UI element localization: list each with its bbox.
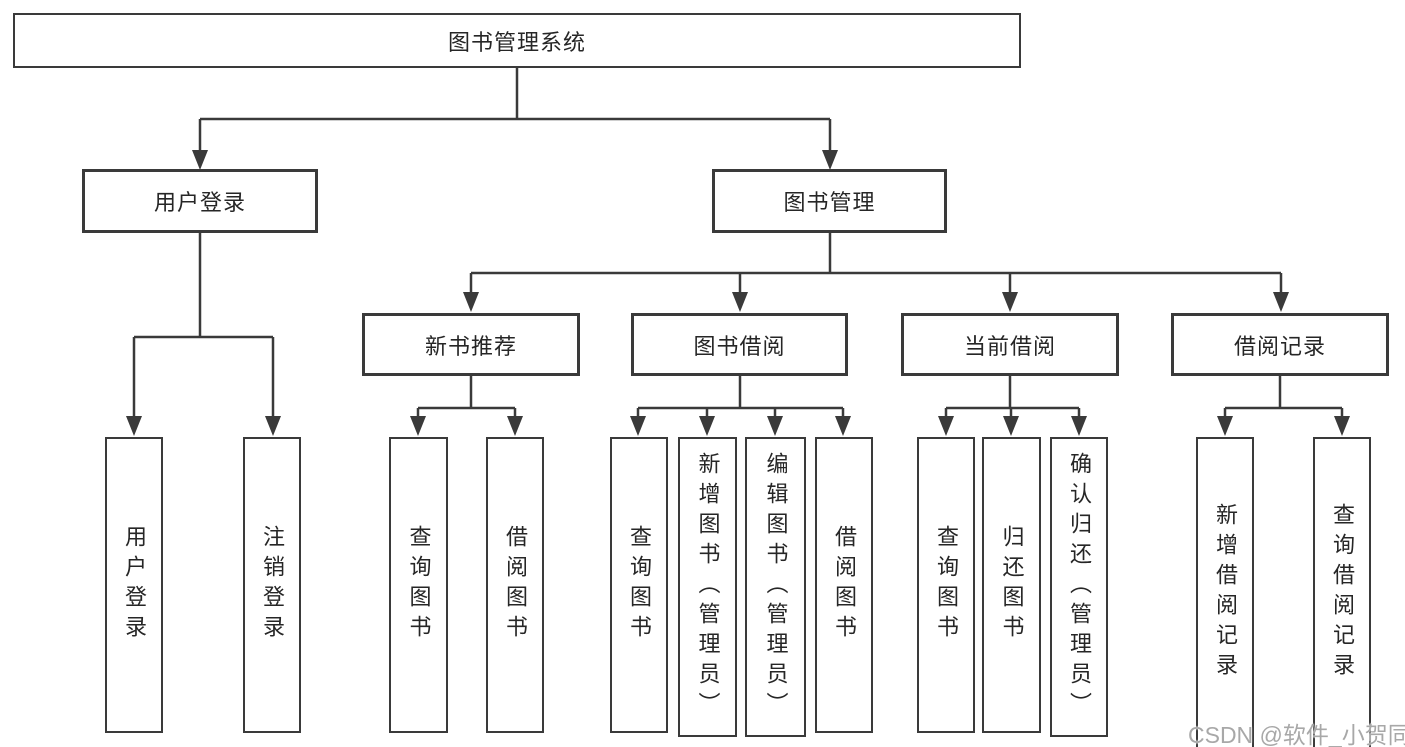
- node-borrow-records-label: 借阅记录: [1233, 333, 1326, 359]
- leaf-user-login-label: 用户登录: [122, 525, 147, 645]
- leaf-add-book-admin: 新增图书（管理员）: [678, 437, 737, 737]
- leaf-borrowing-borrow-book-label: 借阅图书: [832, 525, 857, 645]
- csdn-watermark: CSDN @软件_小贺同学: [1188, 722, 1405, 747]
- leaf-edit-book-admin: 编辑图书（管理员）: [745, 437, 806, 737]
- leaf-recommend-borrow-book-label: 借阅图书: [503, 525, 528, 645]
- leaf-query-borrow-record-label: 查询借阅记录: [1330, 503, 1355, 683]
- node-current-borrowing-label: 当前借阅: [963, 333, 1056, 359]
- leaf-user-login: 用户登录: [105, 437, 163, 733]
- leaf-borrowing-borrow-book: 借阅图书: [815, 437, 873, 733]
- node-book-borrowing: 图书借阅: [631, 313, 848, 376]
- leaf-query-borrow-record: 查询借阅记录: [1313, 437, 1371, 747]
- leaf-confirm-return-admin: 确认归还（管理员）: [1050, 437, 1108, 737]
- leaf-recommend-query-book-label: 查询图书: [406, 525, 432, 645]
- leaf-add-borrow-record: 新增借阅记录: [1196, 437, 1254, 747]
- node-user-login-label: 用户登录: [153, 190, 246, 215]
- leaf-confirm-return-admin-label: 确认归还（管理员）: [1067, 452, 1092, 722]
- node-root: 图书管理系统: [13, 13, 1021, 68]
- leaf-recommend-borrow-book: 借阅图书: [486, 437, 544, 733]
- node-current-borrowing: 当前借阅: [901, 313, 1119, 376]
- leaf-return-book: 归还图书: [982, 437, 1041, 733]
- node-book-management: 图书管理: [712, 169, 947, 233]
- leaf-add-book-admin-label: 新增图书（管理员）: [695, 452, 721, 722]
- node-book-management-label: 图书管理: [783, 190, 876, 215]
- leaf-return-book-label: 归还图书: [999, 525, 1025, 645]
- node-new-book-recommend: 新书推荐: [362, 313, 580, 376]
- leaf-current-query-book-label: 查询图书: [934, 525, 959, 645]
- leaf-recommend-query-book: 查询图书: [389, 437, 448, 733]
- leaf-logout-label: 注销登录: [260, 525, 285, 645]
- node-new-book-recommend-label: 新书推荐: [424, 333, 517, 359]
- node-user-login: 用户登录: [82, 169, 318, 233]
- node-borrow-records: 借阅记录: [1171, 313, 1389, 376]
- node-book-borrowing-label: 图书借阅: [693, 333, 786, 359]
- leaf-logout: 注销登录: [243, 437, 301, 733]
- leaf-edit-book-admin-label: 编辑图书（管理员）: [763, 452, 789, 722]
- leaf-add-borrow-record-label: 新增借阅记录: [1213, 503, 1238, 683]
- node-root-label: 图书管理系统: [447, 29, 586, 55]
- leaf-current-query-book: 查询图书: [917, 437, 975, 733]
- leaf-borrowing-query-book-label: 查询图书: [627, 525, 652, 645]
- leaf-borrowing-query-book: 查询图书: [610, 437, 668, 733]
- arrowheads: [126, 150, 1350, 436]
